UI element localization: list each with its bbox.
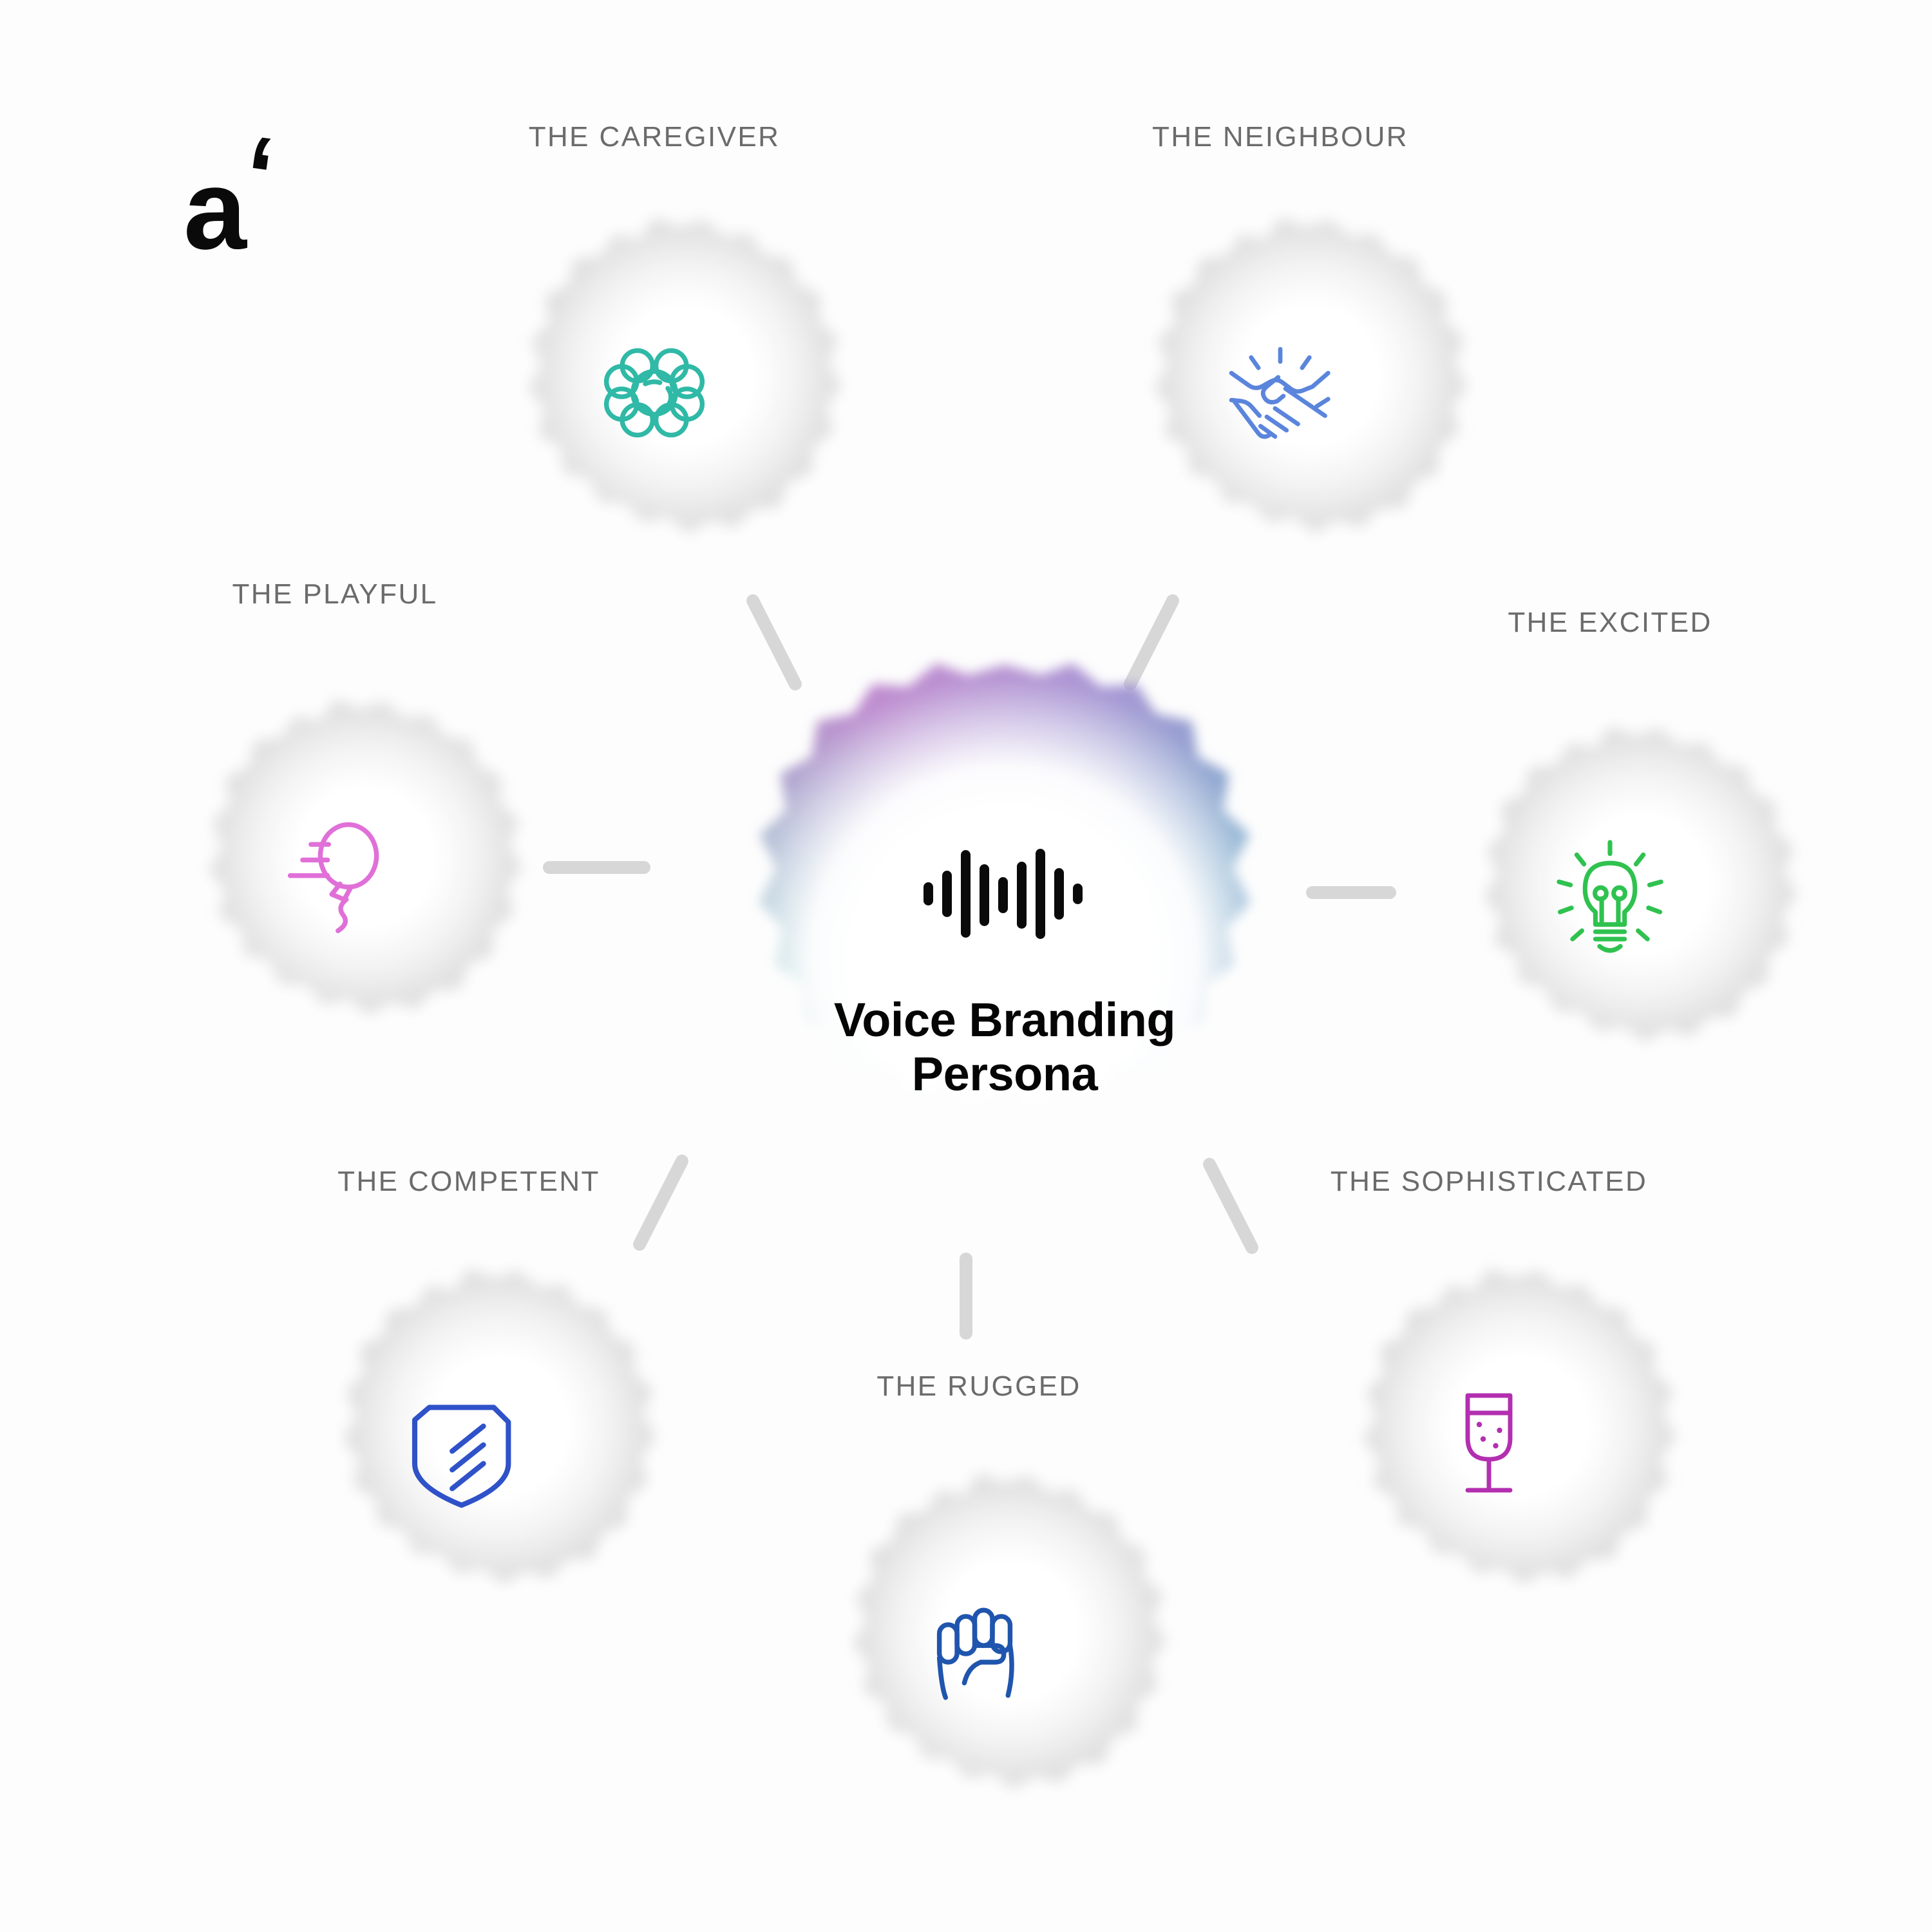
connector-rugged [960,1253,972,1340]
persona-node-sophisticated[interactable]: THE SOPHISTICATED [1289,1166,1689,1643]
balloon-icon [267,807,402,942]
shield-icon [401,1376,536,1511]
lightbulb-icon [1542,834,1678,969]
handshake-icon [1213,325,1348,460]
fist-icon [911,1581,1046,1716]
hub-title-line-2: Persona [911,1047,1098,1101]
persona-label-caregiver: THE CAREGIVER [528,121,781,153]
hub-title: Voice Branding Persona [833,992,1176,1102]
persona-blob-excited [1410,702,1810,1101]
logo-letter: a [184,147,247,273]
flower-icon [587,325,722,460]
sound-wave-icon [923,848,1083,939]
persona-node-rugged[interactable]: THE RUGGED [779,1370,1179,1848]
wine-glass-icon [1421,1376,1557,1511]
persona-node-neighbour[interactable]: THE NEIGHBOUR [1081,121,1480,592]
persona-label-rugged: THE RUGGED [876,1370,1081,1402]
persona-blob-rugged [779,1449,1179,1848]
persona-node-playful[interactable]: THE PLAYFUL [135,578,535,1074]
persona-blob-caregiver [455,193,854,592]
persona-label-excited: THE EXCITED [1508,607,1712,638]
persona-node-excited[interactable]: THE EXCITED [1410,607,1810,1101]
connector-competent [630,1152,691,1253]
persona-node-caregiver[interactable]: THE CAREGIVER [455,121,854,592]
connector-playful [543,861,650,874]
persona-blob-competent [269,1244,668,1643]
persona-blob-playful [135,675,535,1074]
center-hub[interactable]: Voice Branding Persona [683,644,1327,1288]
persona-label-competent: THE COMPETENT [337,1166,600,1197]
persona-label-neighbour: THE NEIGHBOUR [1152,121,1408,153]
persona-node-competent[interactable]: THE COMPETENT [269,1166,668,1643]
persona-blob-sophisticated [1289,1244,1689,1643]
connector-excited [1306,886,1396,899]
a-apostrophe-logo: a‘ [184,112,278,267]
persona-label-sophisticated: THE SOPHISTICATED [1330,1166,1648,1197]
persona-blob-neighbour [1081,193,1480,592]
hub-title-line-1: Voice Branding [833,992,1176,1046]
persona-label-playful: THE PLAYFUL [232,578,438,610]
